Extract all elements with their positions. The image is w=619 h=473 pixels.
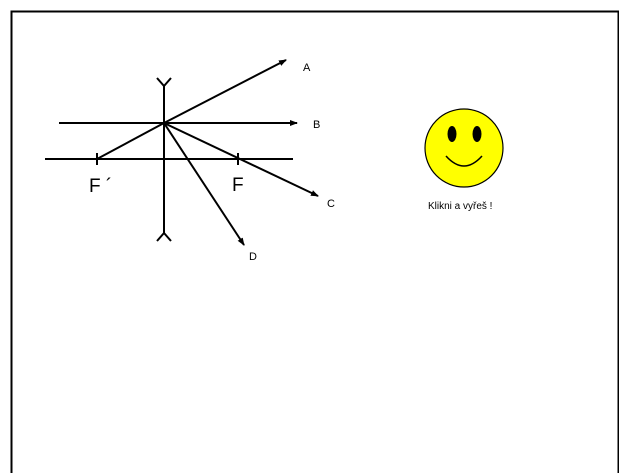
ray-d	[163, 122, 245, 246]
ray-a	[163, 59, 287, 124]
slide-border	[10, 10, 619, 473]
smiley-caption: Klikni a vyřeš !	[428, 201, 492, 212]
ray-label-a: A	[303, 62, 311, 74]
focus-label-right: F	[232, 175, 244, 196]
ray-c	[163, 122, 319, 197]
ray-label-d: D	[249, 251, 257, 263]
solve-smiley-button[interactable]: Klikni a vyřeš !	[424, 108, 504, 212]
ray-label-b: B	[313, 119, 320, 131]
ray-label-c: C	[327, 198, 335, 210]
ray-incident-focus	[96, 122, 165, 160]
lens-diagram: A B C D F ´ F	[45, 59, 335, 263]
focus-label-left: F ´	[89, 176, 112, 197]
smiley-face-icon	[424, 108, 504, 188]
